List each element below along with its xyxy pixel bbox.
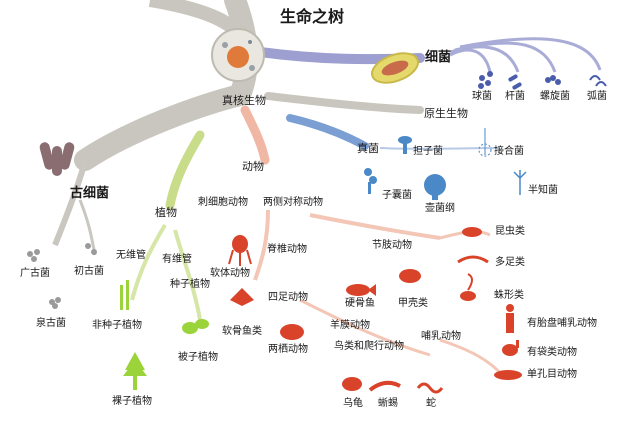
- chytrid-icon: [424, 174, 446, 200]
- plant-sub-2: [173, 229, 202, 321]
- non-seed-plant-icon: [120, 280, 129, 310]
- human-icon: [506, 304, 514, 333]
- label-birds-reptiles: 鸟类和爬行动物: [334, 341, 404, 352]
- label-cnidaria: 刺细胞动物: [198, 197, 248, 208]
- label-basidiomycota: 担子菌: [413, 146, 443, 157]
- label-coccus: 球菌: [472, 91, 492, 102]
- label-crenarchaeota: 泉古菌: [36, 318, 66, 329]
- gymnosperm-icon: [123, 352, 147, 390]
- label-protists: 原生生物: [424, 107, 468, 120]
- label-crustaceans: 甲壳类: [398, 298, 428, 309]
- insect-icon: [462, 227, 482, 237]
- label-eukaryota: 真核生物: [222, 94, 266, 107]
- plant-sub-1: [130, 223, 167, 301]
- angiosperm-icon: [182, 319, 209, 334]
- label-bony-fish: 硬骨鱼: [345, 298, 375, 309]
- label-tetrapods: 四足动物: [268, 292, 308, 303]
- archaea-small-icon: [27, 243, 97, 309]
- label-deuteromycota: 半知菌: [528, 185, 558, 196]
- centipede-icon: [457, 255, 489, 264]
- fish-icon: [346, 284, 376, 296]
- animal-sub-4: [439, 338, 507, 379]
- label-insects: 昆虫类: [495, 226, 525, 237]
- label-bacteria: 细菌: [425, 50, 452, 65]
- basidiomycete-icon: [398, 136, 412, 154]
- fungi-branch: [286, 114, 369, 150]
- archaea-branch: [52, 161, 88, 247]
- label-chytridiomycota: 壶菌纲: [425, 203, 455, 214]
- bacillus-small-icon: [508, 74, 522, 90]
- snake-icon: [416, 382, 444, 394]
- label-marsupials: 有袋类动物: [527, 347, 577, 358]
- label-spirillum: 螺旋菌: [540, 91, 570, 102]
- label-turtles: 乌龟: [343, 398, 363, 409]
- label-korarchaeota: 初古菌: [74, 266, 104, 277]
- label-amphibians: 两栖动物: [268, 344, 308, 355]
- label-cartilaginous-fish: 软骨鱼类: [222, 326, 262, 337]
- spirillum-icon: [545, 75, 561, 85]
- label-seed-plants: 种子植物: [170, 279, 210, 290]
- vibrio-icon: [589, 75, 607, 87]
- label-monotremes: 单孔目动物: [527, 369, 577, 380]
- ascomycete-icon: [364, 168, 377, 194]
- frog-icon: [280, 324, 304, 340]
- animal-sub-2: [309, 213, 441, 240]
- ray-icon: [230, 288, 254, 306]
- label-arthropods: 节肢动物: [372, 240, 412, 251]
- turtle-icon: [342, 377, 362, 391]
- animal-sub-1: [253, 209, 270, 281]
- label-mammals: 哺乳动物: [421, 331, 461, 342]
- animal-branch: [240, 105, 270, 165]
- label-zygomycota: 接合菌: [494, 146, 524, 157]
- bacillus-icon: [371, 52, 419, 84]
- label-arachnids: 蛛形类: [494, 290, 524, 301]
- label-vascular: 有维管: [162, 254, 192, 265]
- deuteromycete-icon: [513, 170, 527, 195]
- label-angiosperms: 被子植物: [178, 352, 218, 363]
- label-ascomycota: 子囊菌: [382, 190, 412, 201]
- label-animals: 动物: [242, 160, 264, 173]
- bacteria-sub-3: [454, 41, 557, 73]
- label-fungi: 真菌: [357, 142, 379, 155]
- label-archaea: 古细菌: [70, 186, 110, 201]
- label-gymnosperms: 裸子植物: [112, 396, 152, 407]
- scorpion-icon: [460, 273, 476, 301]
- archaea-cluster-icon: [39, 142, 75, 176]
- fungi-sub: [379, 147, 501, 150]
- label-amniotes: 羊膜动物: [330, 320, 370, 331]
- bacteria-sub-1: [449, 48, 492, 73]
- label-plants: 植物: [155, 206, 177, 219]
- label-placentals: 有胎盘哺乳动物: [527, 318, 597, 329]
- protist-branch: [264, 92, 424, 114]
- label-myriapods: 多足类: [495, 257, 525, 268]
- label-snakes: 蛇: [426, 398, 436, 409]
- bacteria-sub-4: [459, 37, 602, 71]
- label-bilateria: 两侧对称动物: [263, 197, 323, 208]
- crab-icon: [399, 269, 421, 283]
- diagram-title: 生命之树: [280, 7, 345, 26]
- animal-sub-3: [299, 298, 431, 357]
- label-non-vascular: 无维管: [116, 250, 146, 261]
- label-bacillus: 杆菌: [505, 91, 525, 102]
- label-vibrio: 弧菌: [587, 91, 607, 102]
- platypus-icon: [494, 370, 522, 380]
- lizard-icon: [368, 380, 401, 392]
- kangaroo-icon: [502, 340, 519, 356]
- label-euryarchaeota: 广古菌: [20, 268, 50, 279]
- label-vertebrates: 脊椎动物: [267, 244, 307, 255]
- coccus-icon: [478, 71, 493, 89]
- label-lizards: 蜥蜴: [378, 398, 398, 409]
- zygomycete-icon: [478, 128, 492, 157]
- octopus-icon: [228, 235, 252, 266]
- label-non-seed-plants: 非种子植物: [92, 320, 142, 331]
- label-mollusks: 软体动物: [210, 268, 250, 279]
- eukaryote-cell-icon: [211, 28, 265, 82]
- plant-branch: [165, 130, 205, 210]
